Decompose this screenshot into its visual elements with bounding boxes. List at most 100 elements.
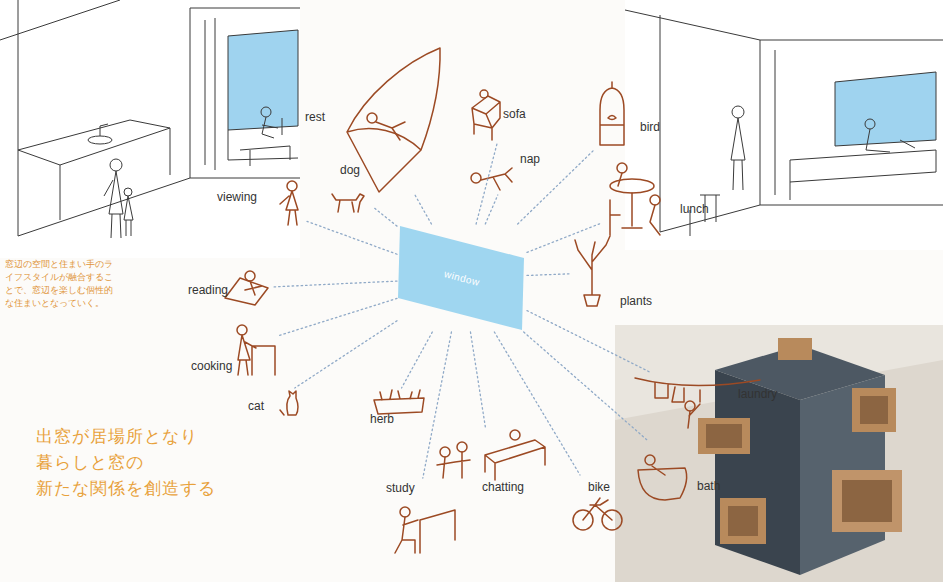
sketch-stroke — [832, 470, 902, 532]
activity-label: bird — [640, 120, 660, 134]
rest-icon — [347, 48, 440, 192]
activity-item: cooking — [188, 322, 278, 378]
cooking-icon — [238, 335, 275, 375]
activity-item: sofa — [462, 86, 547, 144]
concept-note: 窓辺の空間と住まい手のラ イフスタイルが融合するこ とで、窓辺を楽しむ個性的 な… — [5, 258, 123, 310]
sketch-stroke — [852, 388, 896, 432]
laundry-icon — [635, 378, 760, 428]
sketch-stroke — [124, 188, 132, 196]
dotted-connector — [295, 321, 397, 388]
sketch-stroke — [110, 159, 122, 171]
activity-label: plants — [620, 294, 652, 308]
sketch-stroke — [262, 117, 282, 138]
activity-label: bath — [697, 479, 720, 493]
interior-sketch — [0, 0, 300, 258]
reading-icon — [225, 278, 268, 305]
sketch-stroke — [104, 171, 123, 238]
bath-icon — [638, 466, 687, 500]
activity-item: viewing — [212, 180, 307, 228]
activity-item: laundry — [632, 372, 787, 432]
lunch-icon — [617, 163, 627, 173]
lunch-icon — [650, 195, 660, 205]
chatting-icon — [457, 442, 467, 452]
activity-label: dog — [340, 163, 360, 177]
sketch-stroke — [728, 506, 758, 536]
activity-item: plants — [570, 232, 662, 312]
herb-icon — [374, 390, 424, 414]
activity-label: sofa — [503, 107, 526, 121]
bath-icon — [645, 455, 655, 465]
sofa-icon — [480, 90, 488, 98]
activity-item: lunch — [600, 160, 720, 240]
dotted-connector — [494, 332, 580, 475]
dotted-connector — [415, 195, 431, 224]
sketch-stroke — [228, 30, 298, 130]
sketch-stroke — [760, 40, 943, 205]
dotted-connector — [485, 195, 498, 224]
activity-label: lunch — [680, 202, 709, 216]
activity-icons — [225, 48, 760, 553]
activity-label: cooking — [191, 359, 232, 373]
plant-icon — [575, 236, 610, 306]
activity-item: reading — [185, 268, 273, 310]
activity-item: dog — [328, 160, 373, 218]
sketch-stroke — [625, 10, 760, 232]
dotted-connector — [476, 144, 497, 224]
lunch-icon — [610, 179, 654, 193]
sketch-stroke — [860, 396, 888, 424]
dotted-connector — [527, 311, 650, 372]
activity-item: nap — [465, 150, 550, 195]
activity-label: cat — [248, 399, 264, 413]
sketch-stroke — [88, 136, 112, 144]
activity-item: bird — [590, 80, 670, 150]
activity-label: nap — [520, 152, 540, 166]
sketch-stroke — [698, 418, 750, 454]
sketch-stroke — [190, 8, 300, 178]
dotted-connector — [307, 221, 397, 254]
interior-sketch — [625, 0, 943, 250]
viewing-icon — [287, 181, 297, 191]
sketch-stroke — [865, 119, 875, 129]
window-pane — [398, 226, 524, 330]
activity-label: viewing — [217, 190, 257, 204]
viewing-icon — [280, 191, 298, 225]
sketch-stroke — [706, 424, 742, 448]
activity-label: bike — [588, 480, 610, 494]
activity-item: chatting — [432, 428, 550, 498]
sketch-stroke — [0, 0, 300, 258]
cooking-icon — [237, 325, 247, 335]
dotted-connector — [402, 332, 433, 388]
activity-item: bath — [630, 440, 735, 502]
sofa-icon — [472, 96, 500, 140]
model-photo — [615, 325, 943, 582]
chatting-icon — [440, 447, 450, 457]
sketch-stroke — [720, 498, 766, 544]
sketch-stroke — [842, 480, 892, 522]
dotted-connector — [423, 332, 452, 478]
activity-label: study — [386, 481, 415, 495]
activity-label: reading — [188, 283, 228, 297]
bike-icon — [583, 498, 612, 520]
birdcage-icon — [600, 82, 624, 145]
sketch-stroke — [228, 130, 298, 166]
reading-icon — [245, 271, 255, 281]
dotted-connector — [527, 224, 600, 253]
sketch-stroke — [731, 118, 745, 190]
activity-label: chatting — [482, 480, 524, 494]
tagline-title: 出窓が居場所となり 暮らしと窓の 新たな関係を創造する — [36, 424, 226, 502]
study-icon — [400, 507, 410, 517]
sketch-stroke — [790, 150, 936, 200]
sketch-stroke — [124, 196, 133, 236]
activity-item: herb — [350, 388, 430, 430]
dotted-connector — [373, 207, 397, 226]
nap-icon — [471, 173, 481, 183]
chatting-icon — [437, 440, 545, 480]
activity-item: rest — [300, 45, 445, 195]
sketch-stroke — [866, 129, 915, 152]
lunch-icon — [610, 173, 660, 235]
cat-icon — [280, 391, 298, 415]
rest-icon — [376, 122, 405, 140]
sketch-stroke — [0, 0, 190, 236]
window-shape: window — [397, 224, 527, 332]
sketch-stroke — [615, 325, 943, 582]
